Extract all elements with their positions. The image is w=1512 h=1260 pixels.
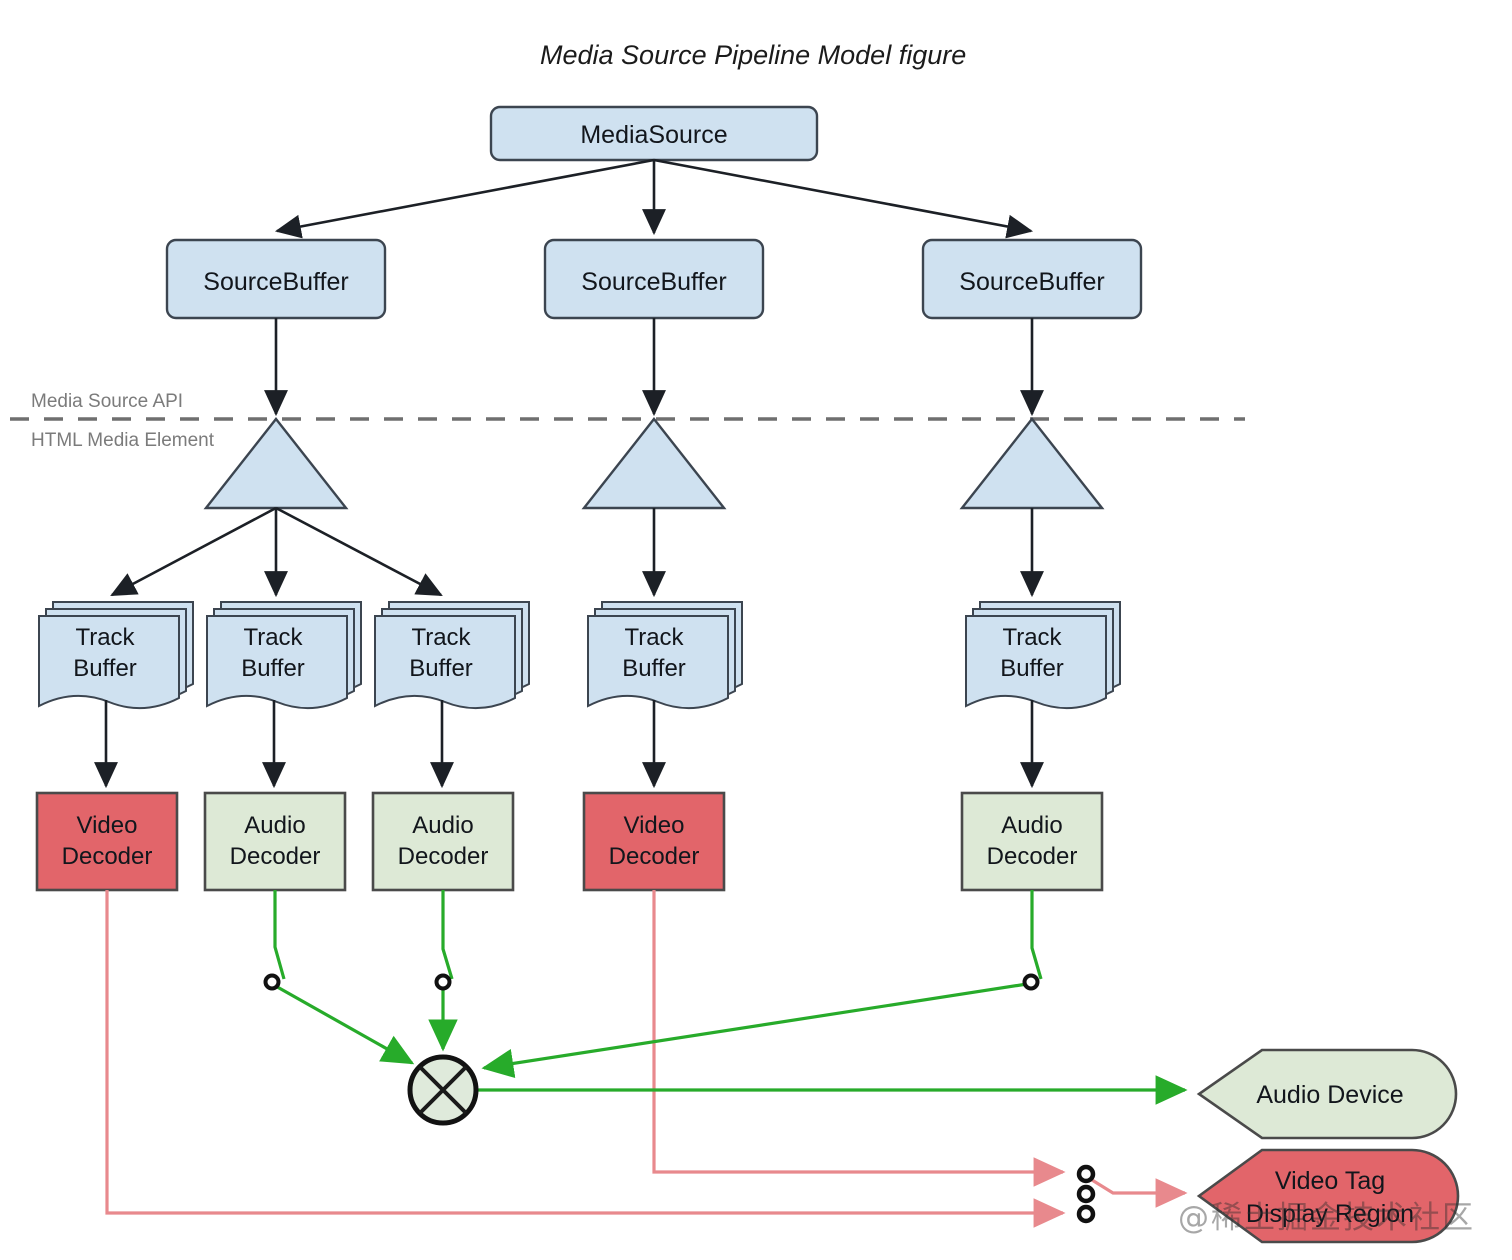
audio-device-shape xyxy=(1196,1048,1458,1140)
track-buffer-2-line2: Buffer xyxy=(241,655,305,682)
node-sourcebuffer-1[interactable]: SourceBuffer xyxy=(165,238,387,320)
video-decoder-2-line1: Video xyxy=(624,812,685,839)
track-buffer-3-line1: Track xyxy=(411,624,471,651)
node-track-buffer-3[interactable]: Track Buffer xyxy=(374,601,530,710)
audio-switch-2[interactable] xyxy=(434,973,452,991)
video-switch-pole-bottom[interactable] xyxy=(1076,1204,1096,1224)
video-decoder-1-line2: Decoder xyxy=(62,843,153,870)
video-decoder-2-line2: Decoder xyxy=(609,843,700,870)
sourcebuffer-1-label: SourceBuffer xyxy=(203,268,348,296)
node-track-buffer-1[interactable]: Track Buffer xyxy=(38,601,194,710)
audio-decoder-1-box xyxy=(203,791,347,892)
video-tag-line2: Display Region xyxy=(1246,1200,1414,1228)
audio-decoder-2-line2: Decoder xyxy=(398,843,489,870)
track-buffer-1-sheet1 xyxy=(38,615,180,710)
node-audio-device[interactable]: Audio Device xyxy=(1196,1048,1458,1140)
edge-audio-decoder-1-to-switch xyxy=(273,890,286,980)
boundary-below-label: HTML Media Element xyxy=(31,430,215,451)
node-audio-decoder-2[interactable]: Audio Decoder xyxy=(371,791,515,892)
track-buffer-1-line1: Track xyxy=(75,624,135,651)
node-video-decoder-2[interactable]: Video Decoder xyxy=(582,791,726,892)
sourcebuffer-3-label: SourceBuffer xyxy=(959,268,1104,296)
node-sourcebuffer-2[interactable]: SourceBuffer xyxy=(543,238,765,320)
audio-decoder-3-box xyxy=(960,791,1104,892)
demuxer-triangle-3[interactable] xyxy=(959,417,1105,510)
audio-decoder-3-line2: Decoder xyxy=(987,843,1078,870)
track-buffer-1-line2: Buffer xyxy=(73,655,137,682)
edge-audio-decoder-3-to-switch xyxy=(1030,890,1043,980)
video-decoder-1-box xyxy=(35,791,179,892)
track-buffer-5-line2: Buffer xyxy=(1000,655,1064,682)
audio-decoder-2-line1: Audio xyxy=(412,812,473,839)
video-decoder-2-box xyxy=(582,791,726,892)
video-decoder-1-line1: Video xyxy=(77,812,138,839)
track-buffer-4-line1: Track xyxy=(624,624,684,651)
figure-title: Media Source Pipeline Model figure xyxy=(540,40,966,70)
edge-video-switch-to-display xyxy=(1091,1178,1188,1208)
audio-decoder-2-box xyxy=(371,791,515,892)
track-buffer-4-sheet1 xyxy=(587,615,729,710)
video-switch-pole-top[interactable] xyxy=(1076,1164,1096,1184)
track-buffer-3-sheet1 xyxy=(374,615,516,710)
audio-switch-1[interactable] xyxy=(263,973,281,991)
node-mediasource[interactable]: MediaSource xyxy=(489,105,819,162)
edge-video-decoder-1-to-switch xyxy=(105,890,1066,1228)
mixer-x-icon xyxy=(418,1065,468,1115)
edge-tri1-tb1 xyxy=(110,506,277,597)
demuxer-triangle-2[interactable] xyxy=(581,417,727,510)
audio-decoder-1-line2: Decoder xyxy=(230,843,321,870)
audio-mixer-node[interactable] xyxy=(407,1054,479,1126)
node-track-buffer-5[interactable]: Track Buffer xyxy=(965,601,1121,710)
audio-device-label: Audio Device xyxy=(1256,1081,1403,1109)
track-buffer-3-line2: Buffer xyxy=(409,655,473,682)
boundary-above-label: Media Source API xyxy=(31,391,183,412)
audio-switch-3[interactable] xyxy=(1022,973,1040,991)
audio-decoder-1-line1: Audio xyxy=(244,812,305,839)
edge-video-decoder-2-to-switch xyxy=(652,890,1066,1187)
node-video-decoder-1[interactable]: Video Decoder xyxy=(35,791,179,892)
edge-ms-sb1 xyxy=(274,158,655,239)
track-buffer-2-line1: Track xyxy=(243,624,303,651)
node-audio-decoder-3[interactable]: Audio Decoder xyxy=(960,791,1104,892)
mediasource-label: MediaSource xyxy=(580,121,727,149)
track-buffer-5-line1: Track xyxy=(1002,624,1062,651)
edge-switch1-to-mixer xyxy=(271,982,415,1065)
video-tag-display-shape xyxy=(1196,1148,1460,1244)
node-sourcebuffer-3[interactable]: SourceBuffer xyxy=(921,238,1143,320)
video-tag-line1: Video Tag xyxy=(1275,1167,1385,1195)
audio-decoder-3-line1: Audio xyxy=(1001,812,1062,839)
edge-switch3-to-mixer xyxy=(481,982,1028,1079)
edge-audio-decoder-2-to-switch xyxy=(441,890,454,980)
sourcebuffer-2-label: SourceBuffer xyxy=(581,268,726,296)
edge-tri1-tb3 xyxy=(275,506,443,597)
demuxer-triangle-1[interactable] xyxy=(203,417,349,510)
node-track-buffer-4[interactable]: Track Buffer xyxy=(587,601,743,710)
track-buffer-2-sheet1 xyxy=(206,615,348,710)
track-buffer-4-line2: Buffer xyxy=(622,655,686,682)
video-switch-pole-middle[interactable] xyxy=(1076,1184,1096,1204)
node-audio-decoder-1[interactable]: Audio Decoder xyxy=(203,791,347,892)
node-track-buffer-2[interactable]: Track Buffer xyxy=(206,601,362,710)
node-video-tag-display-region[interactable]: Video Tag Display Region xyxy=(1196,1148,1460,1244)
track-buffer-5-sheet1 xyxy=(965,615,1107,710)
edge-ms-sb3 xyxy=(653,158,1034,239)
